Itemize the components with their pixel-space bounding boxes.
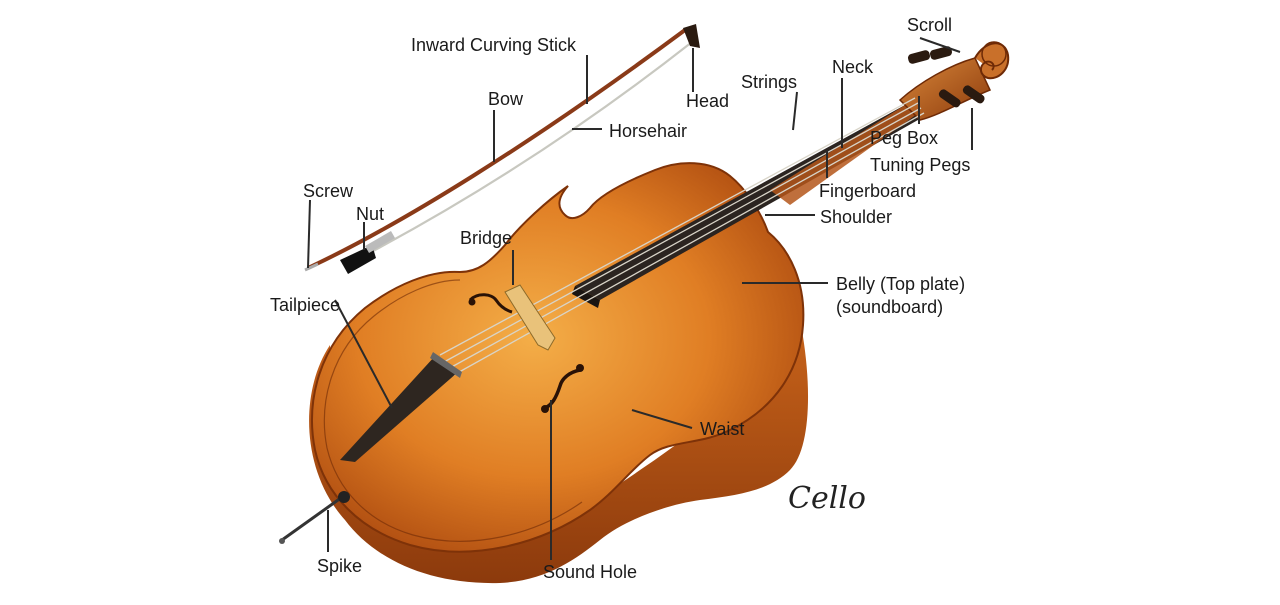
tuning-pegs <box>907 46 985 108</box>
neck <box>770 105 920 205</box>
label-nut: Nut <box>356 204 384 224</box>
leader-lines <box>307 37 973 560</box>
label-shoulder: Shoulder <box>820 207 892 227</box>
bow-horsehair <box>359 41 693 259</box>
bow-stick <box>307 28 687 270</box>
label-bow: Bow <box>488 89 524 109</box>
bow-frog <box>340 245 376 274</box>
f-hole-left <box>468 293 513 314</box>
label-waist: Waist <box>700 419 744 439</box>
label-sound-hole: Sound Hole <box>543 562 637 582</box>
label-tailpiece: Tailpiece <box>270 295 340 315</box>
label-head: Head <box>686 91 729 111</box>
bow <box>304 24 700 274</box>
bridge-shape <box>504 284 556 351</box>
label-horsehair: Horsehair <box>609 121 687 141</box>
f-holes <box>468 293 584 413</box>
label-bridge: Bridge <box>460 228 512 248</box>
title-script-cello: Cello <box>788 481 866 516</box>
label-inward-curving-stick: Inward Curving Stick <box>411 35 577 55</box>
scroll-and-pegbox <box>898 41 1010 121</box>
peg-box <box>898 57 992 121</box>
labels: Scroll Inward Curving Stick Head Strings… <box>270 15 970 582</box>
cello-top-plate <box>311 162 805 553</box>
label-spike: Spike <box>317 556 362 576</box>
spike-shape <box>279 491 350 544</box>
label-scroll: Scroll <box>907 15 952 35</box>
label-fingerboard: Fingerboard <box>819 181 916 201</box>
label-tuning-pegs: Tuning Pegs <box>870 155 970 175</box>
cello-body <box>309 162 809 584</box>
tailpiece-shape <box>340 356 458 462</box>
label-neck: Neck <box>832 57 874 77</box>
label-belly-line2: (soundboard) <box>836 297 943 317</box>
cello-ribs <box>309 320 809 584</box>
label-strings: Strings <box>741 72 797 92</box>
label-belly-line1: Belly (Top plate) <box>836 274 965 294</box>
label-peg-box: Peg Box <box>870 128 938 148</box>
bow-head <box>683 24 700 48</box>
cello-purfling <box>323 279 583 542</box>
label-screw: Screw <box>303 181 354 201</box>
